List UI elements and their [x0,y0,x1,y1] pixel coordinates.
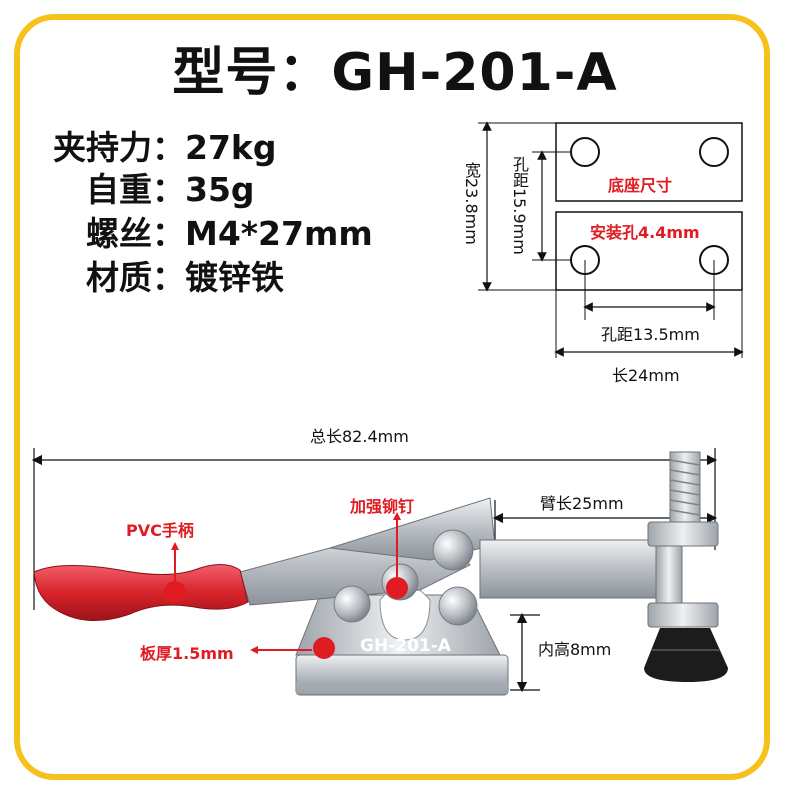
hole-vertical-label: 孔距15.9mm [510,156,529,255]
base-size-label: 底座尺寸 [608,176,673,195]
handle-label: PVC手柄 [126,521,194,540]
nut-lower [647,602,719,628]
spec-value: 镀锌铁 [185,258,284,297]
hole-icon [570,137,600,167]
arm-length-label: 臂长25mm [540,494,624,513]
nut-upper [647,521,719,547]
spec-clamp-force: 夹持力：27kg [40,128,460,168]
spec-label: 螺丝： [86,214,185,253]
spec-label: 夹持力： [53,128,185,167]
spec-label: 材质： [86,258,185,297]
inner-height-label: 内高8mm [538,640,612,659]
spec-screw: 螺丝：M4*27mm [40,214,460,254]
arm [479,539,677,599]
plate-thickness-label: 板厚1.5mm [140,644,234,663]
hole-horizontal-label: 孔距13.5mm [601,325,700,344]
handle-marker-icon [164,581,186,603]
model-stamp: GH-201-A [360,636,451,656]
rivet-icon [438,586,478,626]
model-title: 型号：GH-201-A [172,43,618,103]
plate-marker-icon [313,637,335,659]
spec-value: M4*27mm [185,214,373,253]
spec-value: 35g [185,170,255,209]
rivet-icon [432,529,474,571]
spec-weight: 自重：35g [40,170,460,210]
spec-value: 27kg [185,128,277,167]
spec-label: 自重： [86,170,185,209]
rivet-label: 加强铆钉 [350,497,415,516]
rivet-icon [333,585,371,623]
total-length-label: 总长82.4mm [310,427,409,446]
width-label: 宽23.8mm [462,162,481,245]
hole-icon [699,137,729,167]
rubber-foot [644,628,728,682]
pvc-handle [33,564,249,622]
length-label: 长24mm [612,366,680,385]
hole-diameter-label: 安装孔4.4mm [590,223,700,242]
rivet-marker-icon [386,577,408,599]
spec-material: 材质：镀锌铁 [40,258,460,298]
yellow-rounded-frame [14,14,770,780]
